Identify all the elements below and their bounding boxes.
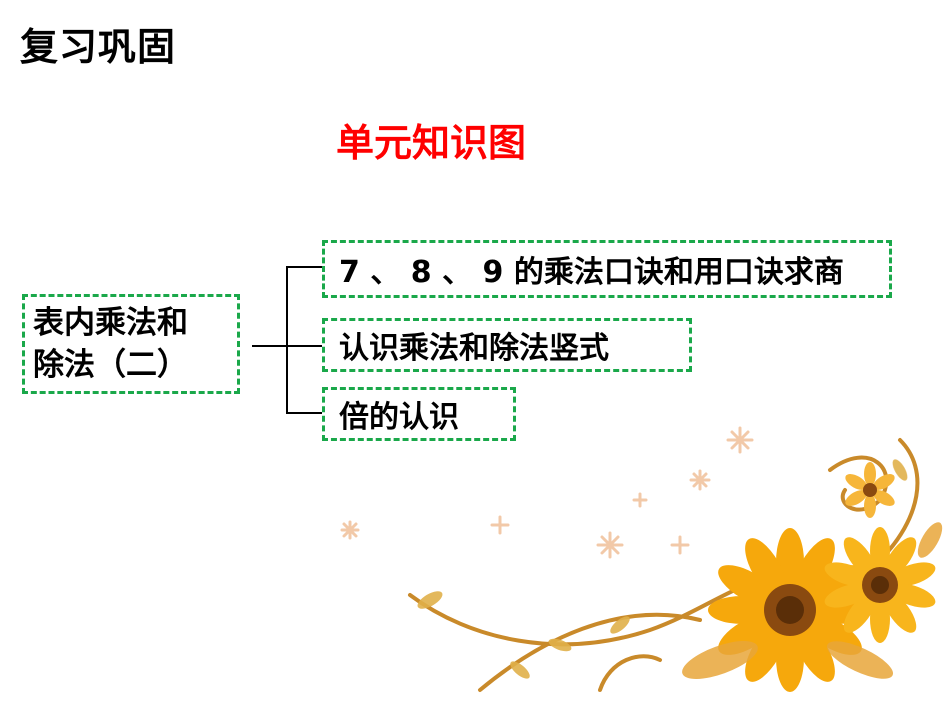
connector-branch-2	[286, 345, 322, 347]
connector-root-stem	[252, 345, 302, 347]
connector-branch-3	[286, 412, 322, 414]
connector-vertical	[286, 266, 288, 414]
root-node-line1: 表内乘法和	[33, 305, 188, 341]
root-node-line2: 除法（二）	[33, 347, 188, 383]
branch-node-2: 认识乘法和除法竖式	[322, 318, 692, 372]
connector-branch-1	[286, 266, 322, 268]
branch-node-label: 倍的认识	[339, 400, 459, 435]
branch-node-label: 7 、 8 、 9 的乘法口诀和用口诀求商	[339, 255, 844, 290]
branch-node-3: 倍的认识	[322, 387, 516, 441]
page-heading: 复习巩固	[20, 25, 177, 69]
branch-node-1: 7 、 8 、 9 的乘法口诀和用口诀求商	[322, 240, 892, 298]
diagram-title: 单元知识图	[336, 121, 527, 165]
root-node: 表内乘法和 除法（二）	[22, 294, 240, 394]
branch-node-label: 认识乘法和除法竖式	[339, 331, 609, 366]
